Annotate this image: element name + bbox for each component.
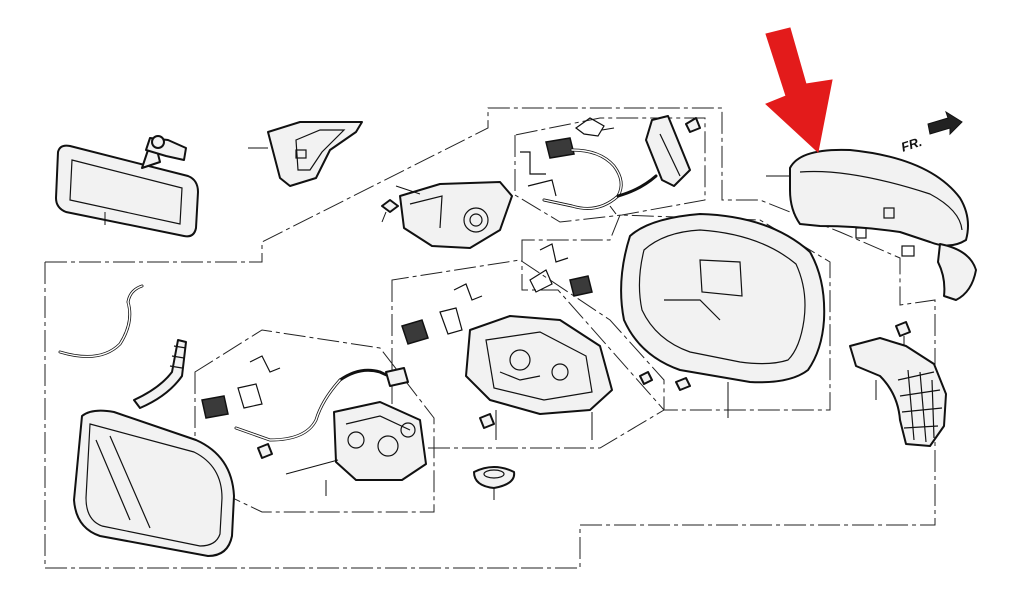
rearview-mirror: [55, 135, 199, 238]
wiring-harness-upper: [520, 115, 701, 215]
mirror-base-bracket: [381, 181, 513, 249]
mirror-actuator-assembly: [201, 355, 427, 496]
front-direction-indicator: FR.: [899, 110, 963, 155]
front-direction-label: FR.: [899, 134, 924, 155]
assembly-outline: [44, 107, 936, 569]
defroster-tube: [58, 284, 187, 409]
mirror-glass: [73, 409, 235, 557]
highlight-arrow-icon: [765, 27, 833, 153]
harness-clips-middle: [401, 243, 593, 345]
mirror-cover-cap: [766, 148, 977, 301]
mirror-housing: [620, 213, 826, 418]
mirror-mount-cover: [248, 121, 363, 187]
harness-group-outline: [514, 117, 706, 223]
turn-signal-lamp: [849, 321, 947, 447]
front-arrow-icon: [927, 110, 963, 136]
mirror-motor-assembly: [465, 315, 613, 500]
